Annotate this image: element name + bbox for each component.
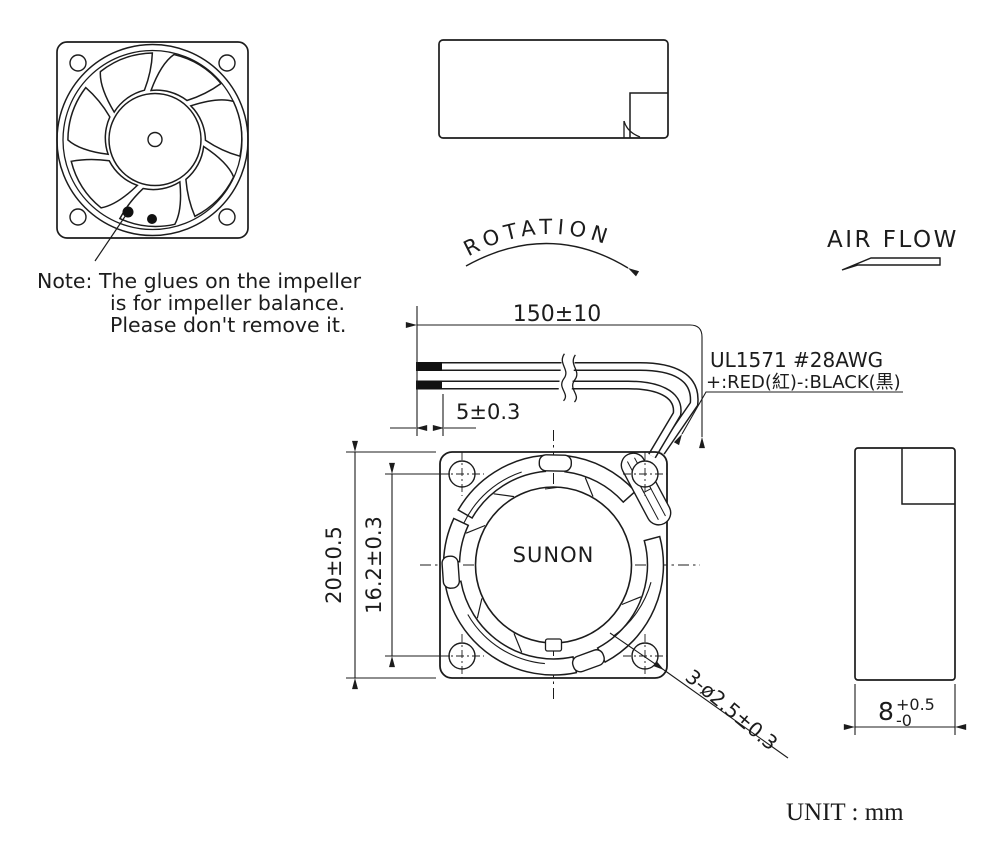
dim-line-wire-length — [405, 322, 705, 449]
front-hole-tr — [218, 54, 236, 72]
note-text: Note: The glues on the impeller is for i… — [37, 269, 362, 337]
side-view-notch — [901, 448, 955, 505]
depth-base: 8 — [878, 697, 894, 726]
top-view-body — [438, 39, 669, 139]
wire-break-symbol — [557, 352, 578, 403]
note-line-2: is for impeller balance. — [110, 291, 345, 315]
note-line-3: Please don't remove it. — [110, 313, 346, 337]
rear-view: SUNON — [420, 430, 700, 702]
note-line-1: Note: The glues on the impeller — [37, 269, 362, 293]
side-view — [843, 447, 967, 735]
wire-spec-callout: UL1571 #28AWG +:RED(紅)-:BLACK(黒) — [673, 348, 903, 446]
airflow-annotation: AIR FLOW — [827, 227, 959, 271]
rotation-arrow — [465, 242, 640, 277]
rotation-annotation: ROTATION — [460, 215, 640, 277]
wire-spec-line2: +:RED(紅)-:BLACK(黒) — [706, 372, 901, 393]
front-view — [56, 34, 264, 262]
impeller-hub — [108, 92, 202, 187]
mounting-holes — [440, 452, 667, 678]
blade-edges — [465, 477, 642, 653]
dim-text-strip-length: 5±0.3 — [456, 400, 520, 424]
ring-inner-rims — [463, 471, 652, 665]
glue-leader-line — [94, 214, 127, 262]
brand-label: SUNON — [513, 543, 595, 567]
side-view-body — [854, 447, 956, 681]
top-view — [438, 39, 669, 139]
glue-dot-2 — [147, 214, 157, 224]
hub-center-hole — [147, 131, 163, 148]
front-hole-br — [218, 208, 236, 226]
wire-top-bare-tip — [416, 362, 442, 371]
airflow-label: AIR FLOW — [827, 227, 959, 253]
hole-leader-line — [653, 661, 789, 759]
depth-tol-minus: -0 — [896, 711, 912, 730]
dim-text-wire-length: 150±10 — [513, 302, 601, 327]
frame-ring-segments — [442, 454, 665, 676]
rear-frame — [439, 451, 668, 679]
airflow-arrow — [841, 257, 941, 271]
top-view-notch — [629, 92, 668, 138]
depth-dimension — [843, 684, 967, 735]
rotation-label: ROTATION — [460, 215, 615, 261]
rear-dimensions — [346, 440, 450, 690]
dim-text-hole-pitch: 16.2±0.3 — [362, 516, 386, 614]
depth-tol-plus: +0.5 — [896, 695, 935, 714]
front-hole-tl — [69, 54, 87, 72]
dim-text-mounting-holes: 3-ø2.5±0.3 — [681, 664, 783, 755]
front-hole-bl — [69, 208, 87, 226]
rotor-bottom-tab — [544, 638, 563, 652]
top-view-wire-exit-curve — [623, 120, 641, 138]
dim-text-depth: 8 +0.5 -0 — [878, 695, 935, 730]
mounting-hole-callout: 3-ø2.5±0.3 — [609, 632, 789, 759]
hole-crosshairs — [440, 452, 667, 678]
front-shroud-outer — [56, 43, 249, 237]
wire-bottom-bare-tip — [416, 380, 442, 390]
rotor-top-tick — [544, 486, 558, 490]
wire-dimensions — [390, 306, 705, 449]
wire-spec-line1: UL1571 #28AWG — [710, 348, 883, 372]
dim-text-frame-size: 20±0.5 — [322, 526, 346, 604]
glue-dot-1 — [122, 206, 134, 218]
wire-spec-leader — [673, 391, 903, 446]
unit-label: UNIT : mm — [786, 799, 904, 826]
